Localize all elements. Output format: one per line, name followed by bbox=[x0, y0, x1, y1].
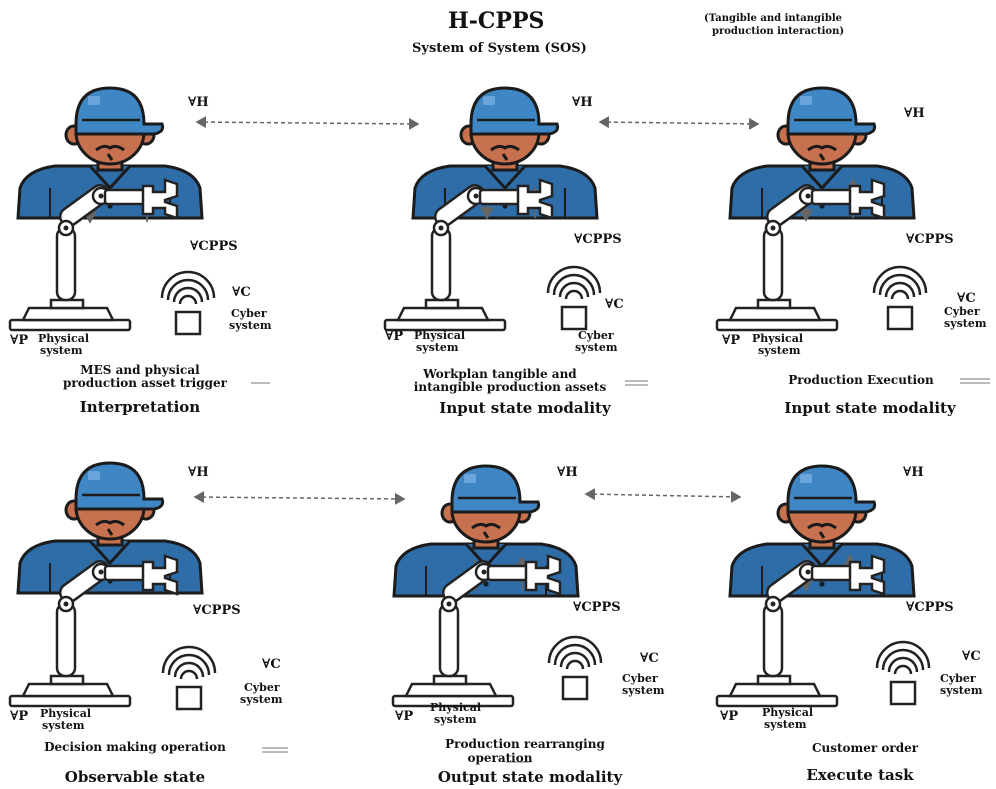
diagram-subtitle: System of System (SOS) bbox=[412, 42, 587, 56]
robot-arm-icon bbox=[385, 180, 552, 330]
physical-label: Physical bbox=[414, 330, 465, 342]
panel-heading: Input state modality bbox=[410, 401, 640, 417]
cyber-label: system bbox=[944, 318, 987, 330]
cyber-label: Cyber bbox=[231, 308, 267, 320]
cpps-symbol: ∀CPPS bbox=[906, 233, 954, 247]
cpps-symbol: ∀CPPS bbox=[574, 233, 622, 247]
panel-heading: Interpretation bbox=[40, 400, 240, 416]
panel-heading: Input state modality bbox=[755, 401, 985, 417]
link-connector bbox=[600, 122, 758, 124]
link-connector bbox=[197, 122, 418, 124]
physical-label: Physical bbox=[40, 708, 91, 720]
physical-label: system bbox=[434, 714, 477, 726]
wireless-icon bbox=[162, 272, 214, 334]
wireless-icon bbox=[163, 647, 215, 709]
note-line-2: production interaction) bbox=[712, 27, 844, 38]
cpps-symbol: ∀CPPS bbox=[906, 601, 954, 615]
wireless-icon bbox=[549, 637, 601, 699]
wireless-icon bbox=[874, 267, 926, 329]
cyber-label: system bbox=[229, 320, 272, 332]
panel-caption: intangible production assets bbox=[395, 381, 625, 394]
physical-label: system bbox=[758, 345, 801, 357]
cyber-label: Cyber bbox=[622, 673, 658, 685]
physical-label: Physical bbox=[762, 707, 813, 719]
human-symbol: ∀H bbox=[188, 96, 209, 110]
diagram-title: H-CPPS bbox=[448, 10, 544, 33]
panel-caption: MES and physical bbox=[60, 364, 220, 377]
panel-caption: Production Execution bbox=[756, 374, 966, 387]
cyber-label: system bbox=[622, 685, 665, 697]
physical-symbol: ∀P bbox=[720, 710, 738, 724]
physical-label: Physical bbox=[38, 333, 89, 345]
cyber-label: system bbox=[240, 694, 283, 706]
cyber-label: system bbox=[575, 342, 618, 354]
cyber-label: system bbox=[940, 685, 983, 697]
panel-caption: Production rearranging bbox=[405, 738, 645, 751]
cyber-label: Cyber bbox=[244, 682, 280, 694]
human-symbol: ∀H bbox=[188, 466, 209, 480]
cpps-symbol: ∀CPPS bbox=[193, 604, 241, 618]
wireless-icon bbox=[877, 642, 929, 704]
physical-symbol: ∀P bbox=[722, 334, 740, 348]
cyber-label: Cyber bbox=[944, 306, 980, 318]
physical-symbol: ∀P bbox=[385, 330, 403, 344]
link-connector bbox=[195, 497, 404, 499]
cyber-symbol: ∀C bbox=[605, 298, 624, 312]
physical-label: Physical bbox=[430, 702, 481, 714]
physical-label: Physical bbox=[752, 333, 803, 345]
human-symbol: ∀H bbox=[557, 466, 578, 480]
cyber-symbol: ∀C bbox=[962, 650, 981, 664]
physical-label: system bbox=[42, 720, 85, 732]
panel-caption: Customer order bbox=[790, 742, 940, 755]
physical-label: system bbox=[416, 342, 459, 354]
cyber-symbol: ∀C bbox=[232, 286, 251, 300]
panel-caption: production asset trigger bbox=[45, 377, 245, 390]
physical-label: system bbox=[764, 719, 807, 731]
cyber-label: Cyber bbox=[578, 330, 614, 342]
physical-label: system bbox=[40, 345, 83, 357]
physical-symbol: ∀P bbox=[10, 710, 28, 724]
wireless-icon bbox=[548, 267, 600, 329]
human-symbol: ∀H bbox=[572, 96, 593, 110]
note-line-1: (Tangible and intangible bbox=[704, 14, 842, 25]
link-connector bbox=[586, 494, 740, 497]
cyber-label: Cyber bbox=[940, 673, 976, 685]
panel-caption: operation bbox=[440, 752, 560, 765]
panel-heading: Observable state bbox=[35, 770, 235, 786]
cyber-symbol: ∀C bbox=[640, 652, 659, 666]
cyber-symbol: ∀C bbox=[262, 658, 281, 672]
cpps-symbol: ∀CPPS bbox=[573, 601, 621, 615]
panel-caption: Decision making operation bbox=[10, 741, 260, 754]
physical-symbol: ∀P bbox=[395, 710, 413, 724]
physical-symbol: ∀P bbox=[10, 334, 28, 348]
panel-caption: Workplan tangible and bbox=[410, 368, 590, 381]
panel-heading: Execute task bbox=[770, 768, 950, 784]
cpps-symbol: ∀CPPS bbox=[190, 240, 238, 254]
cyber-symbol: ∀C bbox=[957, 292, 976, 306]
human-symbol: ∀H bbox=[903, 466, 924, 480]
panel-heading: Output state modality bbox=[405, 770, 655, 786]
human-symbol: ∀H bbox=[904, 107, 925, 121]
